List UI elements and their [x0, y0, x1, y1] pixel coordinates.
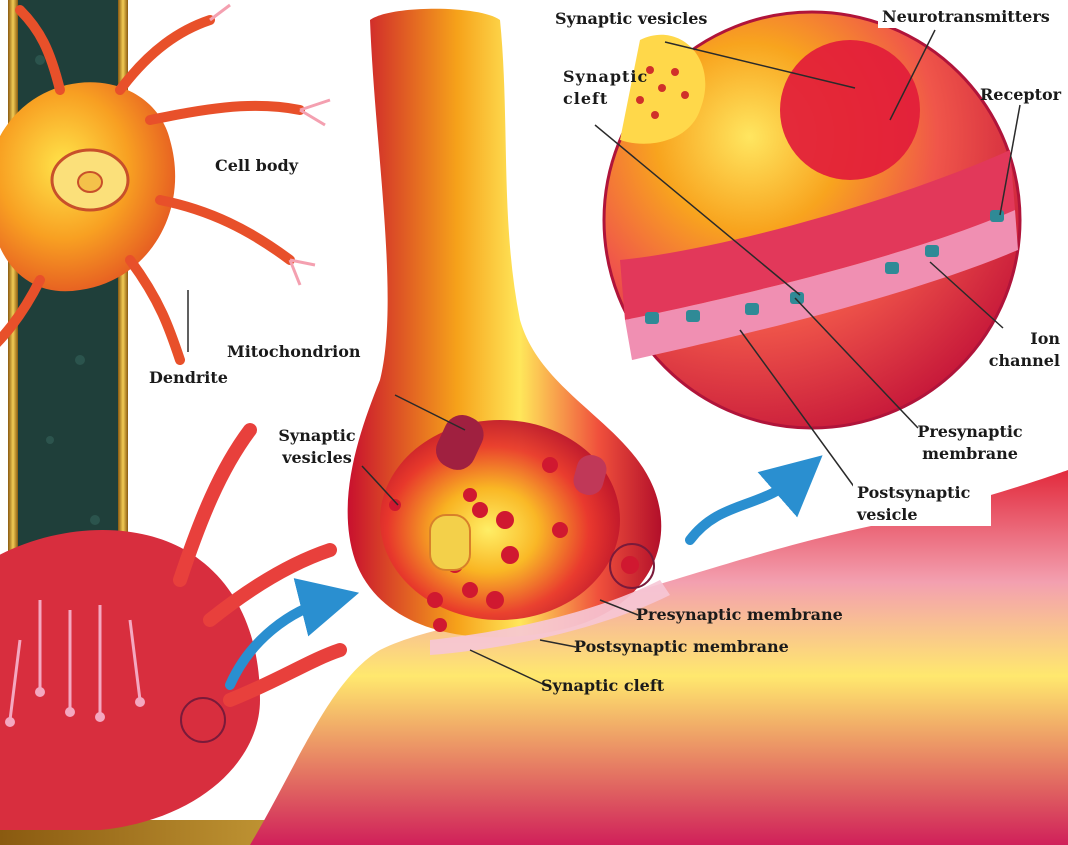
label-neurotransmitters: Neurotransmitters [878, 6, 1054, 28]
label-synaptic-cleft-inset: Synaptic cleft [563, 66, 648, 110]
label-ion-channel: Ion channel [960, 328, 1060, 372]
label-presynaptic-membrane-inset-line1: Presynaptic [910, 421, 1030, 443]
label-synaptic-vesicles-top: Synaptic vesicles [551, 8, 711, 30]
label-ion-channel-line1: Ion [960, 328, 1060, 350]
label-synaptic-vesicles-main-line2: vesicles [262, 447, 372, 469]
label-presynaptic-membrane-main: Presynaptic membrane [636, 604, 843, 626]
label-cell-body: Cell body [215, 155, 298, 177]
label-ion-channel-line2: channel [960, 350, 1060, 372]
label-presynaptic-membrane-inset-line2: membrane [910, 443, 1030, 465]
label-postsynaptic-vesicle-line2: vesicle [857, 504, 987, 526]
label-synaptic-vesicles-main: Synaptic vesicles [262, 425, 372, 469]
label-postsynaptic-vesicle: Postsynaptic vesicle [853, 482, 991, 526]
label-synaptic-cleft-main: Synaptic cleft [541, 675, 664, 697]
inset-magnification [604, 12, 1020, 428]
label-dendrite: Dendrite [149, 367, 228, 389]
label-presynaptic-membrane-inset: Presynaptic membrane [910, 421, 1030, 465]
label-synaptic-cleft-inset-line1: Synaptic [563, 66, 648, 88]
label-synaptic-vesicles-main-line1: Synaptic [262, 425, 372, 447]
label-mitochondrion: Mitochondrion [227, 341, 361, 363]
label-postsynaptic-membrane-main: Postsynaptic membrane [574, 636, 789, 658]
label-postsynaptic-vesicle-line1: Postsynaptic [857, 482, 987, 504]
label-receptor: Receptor [980, 84, 1061, 106]
label-synaptic-cleft-inset-line2: cleft [563, 88, 648, 110]
